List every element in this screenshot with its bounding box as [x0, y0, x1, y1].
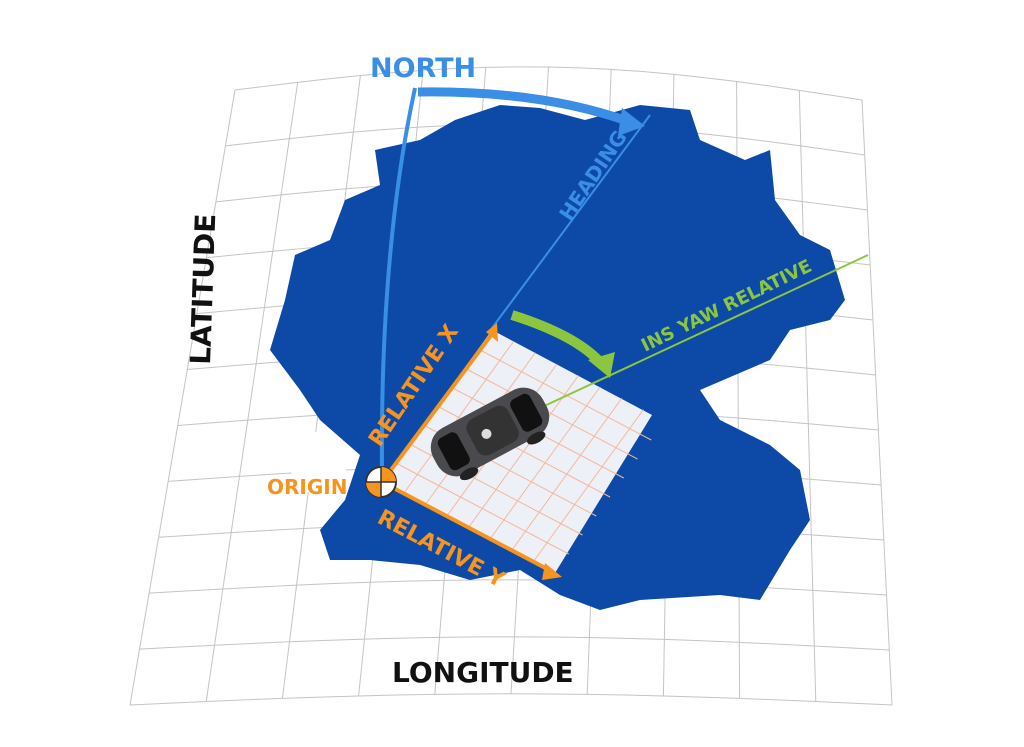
- ins-yaw-line: [539, 254, 869, 409]
- relative-y-axis: [381, 480, 554, 574]
- plane-grid-line: [478, 348, 652, 441]
- water-patch: [290, 432, 346, 500]
- plane-grid-line: [464, 367, 638, 460]
- plane-grid-line: [532, 409, 644, 562]
- yaw-angle-arrow: [510, 310, 604, 366]
- vehicle: [430, 387, 550, 481]
- origin-marker: [365, 466, 397, 498]
- north-meridian-line: [379, 87, 417, 473]
- heading-arrowhead: [618, 108, 645, 136]
- meridian-line: [129, 89, 236, 706]
- parallel-line: [129, 693, 893, 706]
- relative-x-axis: [380, 332, 494, 484]
- plane-grid-line: [468, 375, 579, 528]
- meridian-line: [205, 82, 299, 702]
- yaw-arrowhead: [588, 352, 615, 378]
- latitude-label: LATITUDE: [184, 213, 222, 365]
- parallel-line: [139, 636, 890, 651]
- meridian-line: [798, 90, 817, 702]
- parallel-line: [234, 66, 863, 101]
- relative-x-arrowhead: [486, 323, 498, 342]
- relative-y-arrowhead: [542, 563, 562, 580]
- north-label: NORTH: [370, 53, 476, 84]
- relative-plane-grid: [395, 341, 652, 562]
- plane-grid-line: [489, 386, 601, 540]
- longitude-label: LONGITUDE: [392, 656, 574, 689]
- heading-angle-arrow: [417, 87, 632, 127]
- origin-label: ORIGIN: [267, 475, 347, 499]
- plane-grid-line: [511, 397, 623, 551]
- heading-line: [491, 114, 651, 329]
- meridian-line: [861, 99, 893, 706]
